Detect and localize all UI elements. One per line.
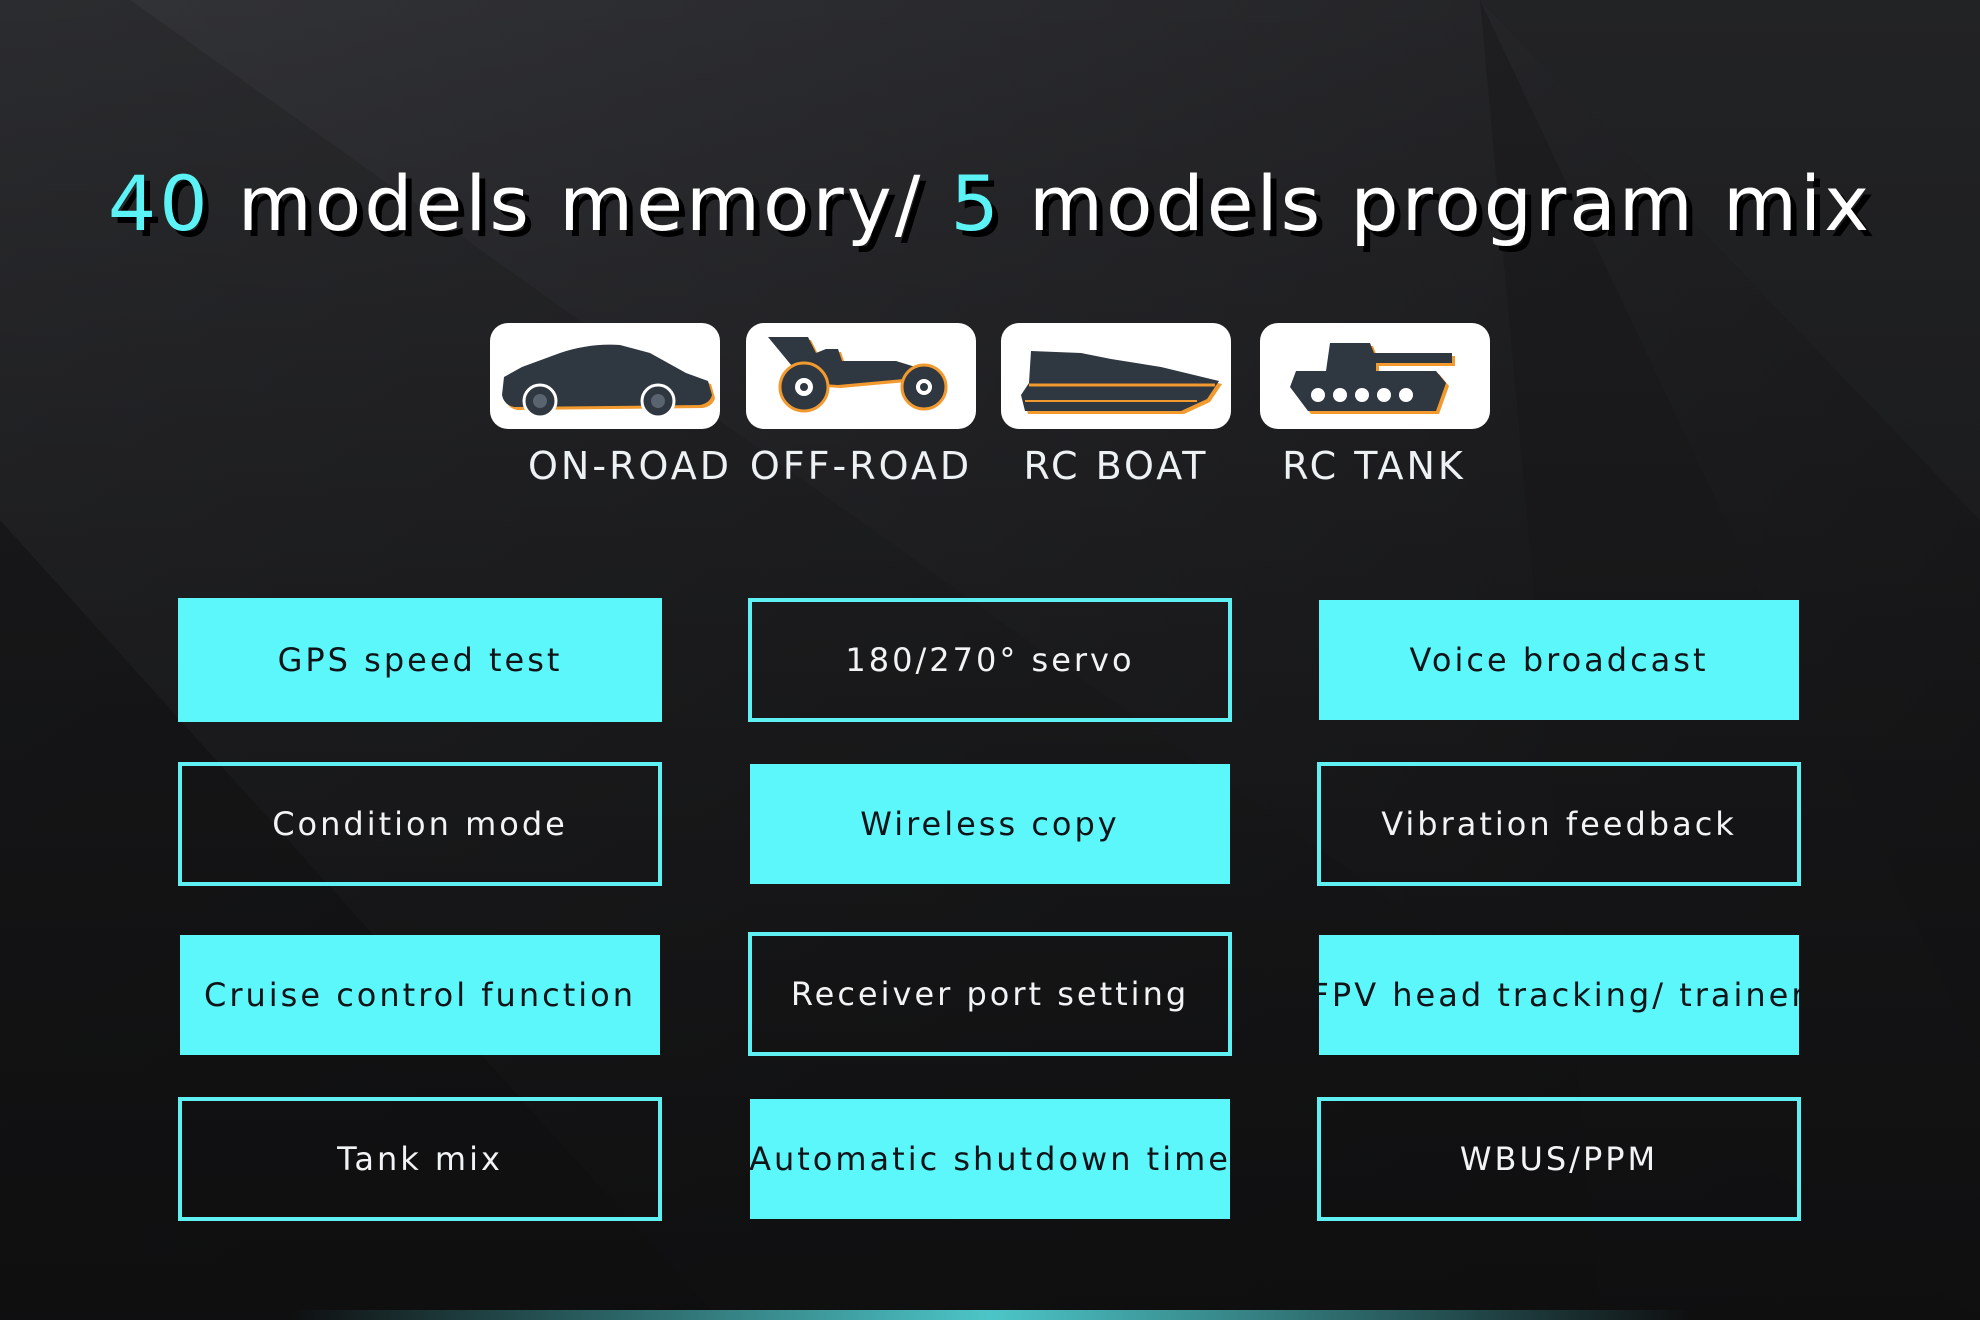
speedboat-icon	[1021, 351, 1222, 414]
feature-servo-angle: 180/270° servo	[748, 598, 1232, 722]
rc-tank-card	[1260, 323, 1490, 429]
rc-boat-card	[1001, 323, 1231, 429]
vehicle-label-rc-tank: RC TANK	[1282, 444, 1466, 488]
feature-fpv-head-tracking: FPV head tracking/ trainer	[1310, 935, 1805, 1055]
title-mix-count: 5	[950, 158, 1002, 248]
feature-cruise-control: Cruise control function	[180, 935, 660, 1055]
vehicle-label-rc-boat: RC BOAT	[1023, 444, 1209, 488]
bottom-glow-line	[290, 1310, 1690, 1320]
vehicle-label-off-road: OFF-ROAD	[749, 444, 973, 488]
title-memory-text: models memory/	[210, 158, 951, 248]
feature-vibration-feedback: Vibration feedback	[1317, 762, 1801, 886]
title-mix-text: models program mix	[1001, 158, 1873, 248]
feature-receiver-port-setting: Receiver port setting	[748, 932, 1232, 1056]
sports-car-icon	[502, 344, 715, 419]
page-title: 40 models memory/ 5 models program mix	[0, 159, 1980, 248]
title-model-count: 40	[107, 158, 211, 248]
feature-tank-mix: Tank mix	[178, 1097, 662, 1221]
tank-icon	[1290, 343, 1455, 414]
feature-automatic-shutdown: Automatic shutdown time	[749, 1099, 1230, 1219]
feature-wireless-copy: Wireless copy	[750, 764, 1230, 884]
off-road-card	[746, 323, 976, 429]
buggy-icon	[768, 337, 948, 413]
on-road-card	[490, 323, 720, 429]
vehicle-label-on-road: ON-ROAD	[528, 444, 732, 488]
feature-voice-broadcast: Voice broadcast	[1319, 600, 1799, 720]
feature-gps-speed-test: GPS speed test	[178, 598, 662, 722]
feature-condition-mode: Condition mode	[178, 762, 662, 886]
feature-wbus-ppm: WBUS/PPM	[1317, 1097, 1801, 1221]
